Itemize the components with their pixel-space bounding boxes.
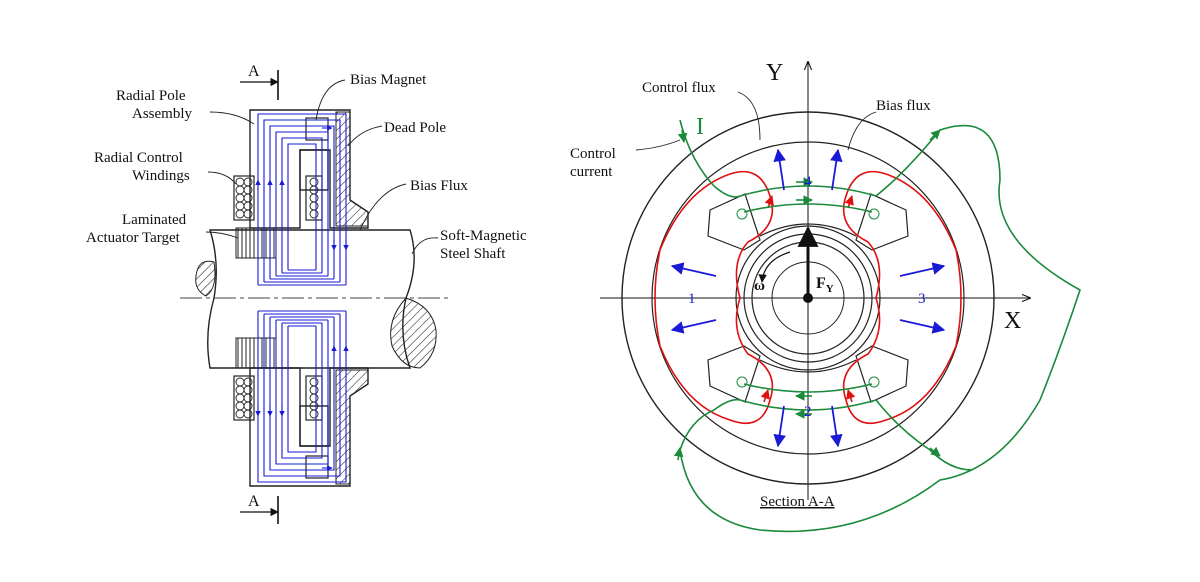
pole-number-1: 1 [688, 291, 696, 307]
label-control-current-1: Control [570, 146, 616, 162]
bias-flux-lines-left [257, 113, 347, 483]
dead-pole-bottom [335, 369, 369, 485]
label-current-symbol: I [696, 114, 704, 140]
control-windings-bottom [233, 375, 323, 421]
left-section-view: A A Bias Magnet Radial Pole Assembly Dea… [86, 63, 527, 524]
label-laminated-2: Actuator Target [86, 230, 181, 246]
bias-flux-red-arrows [760, 195, 856, 403]
pole-number-2: 2 [804, 404, 812, 420]
label-control-flux: Control flux [642, 80, 716, 96]
axis-label-x: X [1004, 308, 1021, 334]
label-bias-flux-left: Bias Flux [410, 178, 468, 194]
shaft [195, 229, 437, 369]
label-dead-pole: Dead Pole [384, 120, 446, 136]
stator-inner-ring [651, 141, 965, 455]
label-shaft-1: Soft-Magnetic [440, 228, 527, 244]
omega-label: ω [754, 278, 765, 294]
left-leader-lines [205, 79, 439, 255]
pole-number-3: 3 [918, 291, 926, 307]
axis-label-y: Y [766, 60, 783, 86]
rotation-arrow [758, 251, 791, 283]
right-leader-lines [635, 91, 877, 151]
pole-number-4: 4 [804, 174, 812, 190]
bias-magnet-bottom [305, 455, 329, 479]
bias-flux-arrows-left [255, 125, 349, 471]
slot-coils [736, 208, 880, 388]
label-section: Section A-A [760, 494, 835, 510]
section-marker-bottom: A [240, 493, 279, 524]
label-bias-flux-right: Bias flux [876, 98, 931, 114]
section-letter-top: A [248, 63, 260, 80]
laminated-target-top [235, 227, 277, 259]
right-section-view: Y X [570, 60, 1081, 533]
label-radial-pole-1: Radial Pole [116, 88, 186, 104]
section-letter-bottom: A [248, 493, 260, 510]
label-radial-pole-2: Assembly [132, 106, 193, 122]
stator-outer-ring [621, 111, 995, 485]
dead-pole-top [335, 111, 369, 227]
label-control-windings-1: Radial Control [94, 150, 183, 166]
bias-flux-red-loops [654, 170, 962, 425]
bias-flux-radial-arrows [670, 148, 946, 448]
label-shaft-2: Steel Shaft [440, 246, 506, 262]
section-marker-top: A [240, 63, 279, 100]
label-laminated-1: Laminated [122, 212, 187, 228]
bias-magnet-top [305, 117, 329, 141]
label-control-current-2: current [570, 164, 613, 180]
force-label: FY [816, 275, 834, 295]
label-control-windings-2: Windings [132, 168, 190, 184]
control-flux-arrows [673, 129, 941, 461]
label-bias-magnet: Bias Magnet [350, 72, 427, 88]
control-windings-top [233, 175, 323, 221]
